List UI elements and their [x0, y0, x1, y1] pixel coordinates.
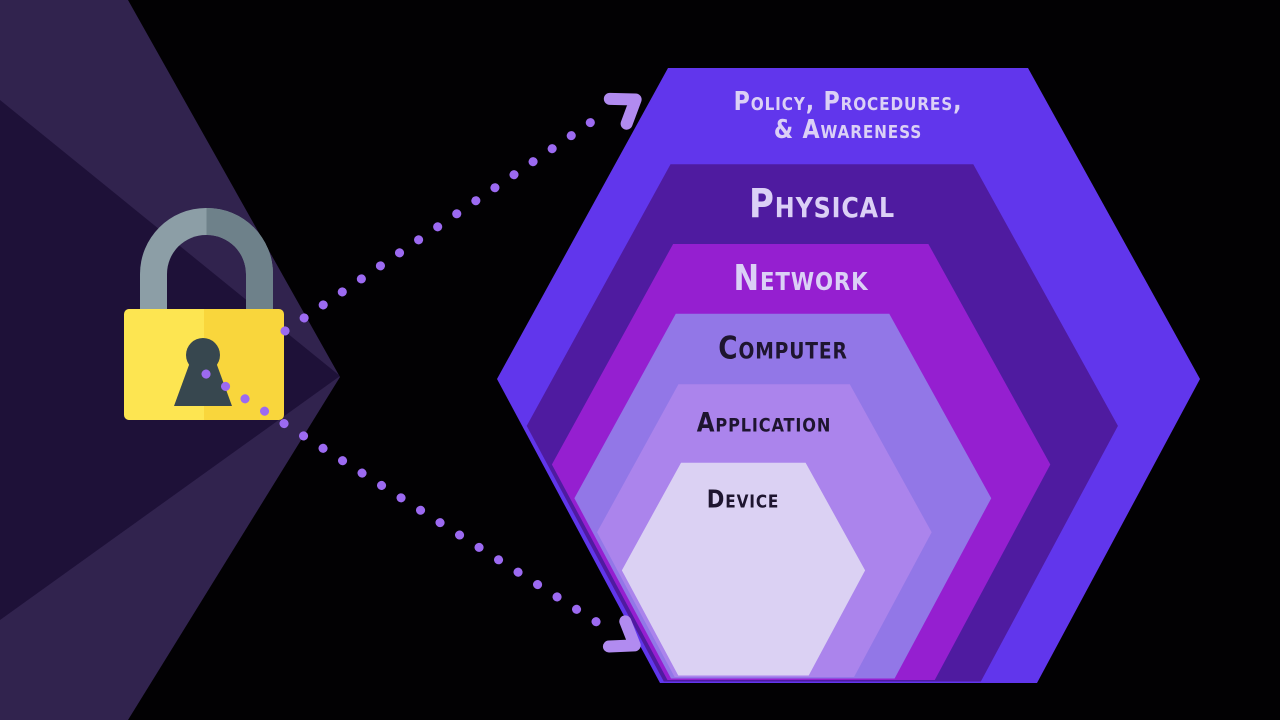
- layer-label-network: Network: [733, 257, 869, 299]
- layer-label-policy-procedures-awareness: Policy, Procedures,& Awareness: [733, 87, 963, 146]
- dotted-arrow-lower: [201, 369, 641, 653]
- dotted-arrow-upper: [280, 92, 642, 336]
- layer-label-physical: Physical: [748, 181, 895, 228]
- layer-label-device: Device: [707, 484, 780, 514]
- layer-label-computer: Computer: [717, 330, 848, 367]
- arrowhead-up-icon: [603, 92, 642, 130]
- arrowhead-down-icon: [602, 615, 641, 653]
- layer-label-application: Application: [696, 407, 832, 439]
